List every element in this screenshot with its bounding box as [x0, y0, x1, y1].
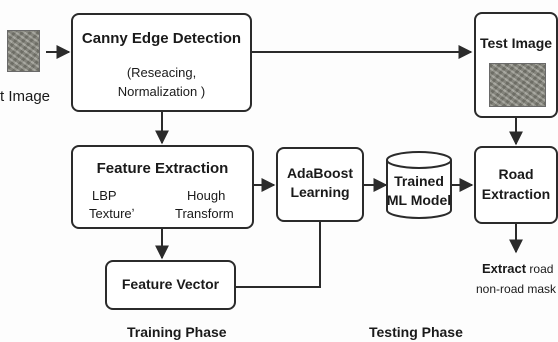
canny-subtitle-line2: Normalization ) — [117, 84, 206, 99]
output-caption-line2: non-road mask — [476, 282, 557, 296]
feature-vector-title: Feature Vector — [121, 276, 220, 292]
adaboost-line2: Learning — [290, 184, 350, 200]
output-caption-line1: Extract road — [482, 261, 553, 276]
road-extraction-line1: Road — [498, 166, 534, 182]
trained-model-line2: ML Model — [386, 192, 452, 208]
lbp-label: LBP — [92, 188, 117, 203]
road-extraction-box — [474, 146, 558, 224]
feature-extraction-title: Feature Extraction — [96, 160, 229, 177]
hough-label: Hough — [187, 188, 226, 203]
lbp-texture-label: Textureʼ — [89, 206, 135, 221]
feature-extraction-box — [71, 145, 254, 229]
trained-model-cylinder — [386, 151, 452, 219]
test-image-title: Test Image — [479, 35, 553, 51]
output-bold-word: Extract — [482, 261, 527, 276]
trained-model-line1: Trained — [394, 173, 444, 189]
canny-edge-detection-box — [71, 13, 252, 112]
road-extraction-line2: Extraction — [481, 186, 551, 202]
test-image-thumbnail — [489, 63, 546, 107]
canny-subtitle-line1: (Reseacing, — [126, 65, 197, 80]
output-rest-line1: road — [526, 262, 554, 276]
input-image-thumbnail — [7, 30, 40, 72]
testing-phase-label: Testing Phase — [369, 324, 463, 340]
adaboost-learning-box — [276, 147, 364, 222]
adaboost-line1: AdaBoost — [286, 165, 354, 181]
hough-transform-label: Transform — [175, 206, 234, 221]
training-phase-label: Training Phase — [127, 324, 227, 340]
canny-title: Canny Edge Detection — [81, 30, 242, 47]
input-image-label: t Image — [0, 88, 51, 105]
connector-feature-vector-to-adaboost — [236, 222, 321, 288]
feature-vector-box — [105, 260, 236, 310]
